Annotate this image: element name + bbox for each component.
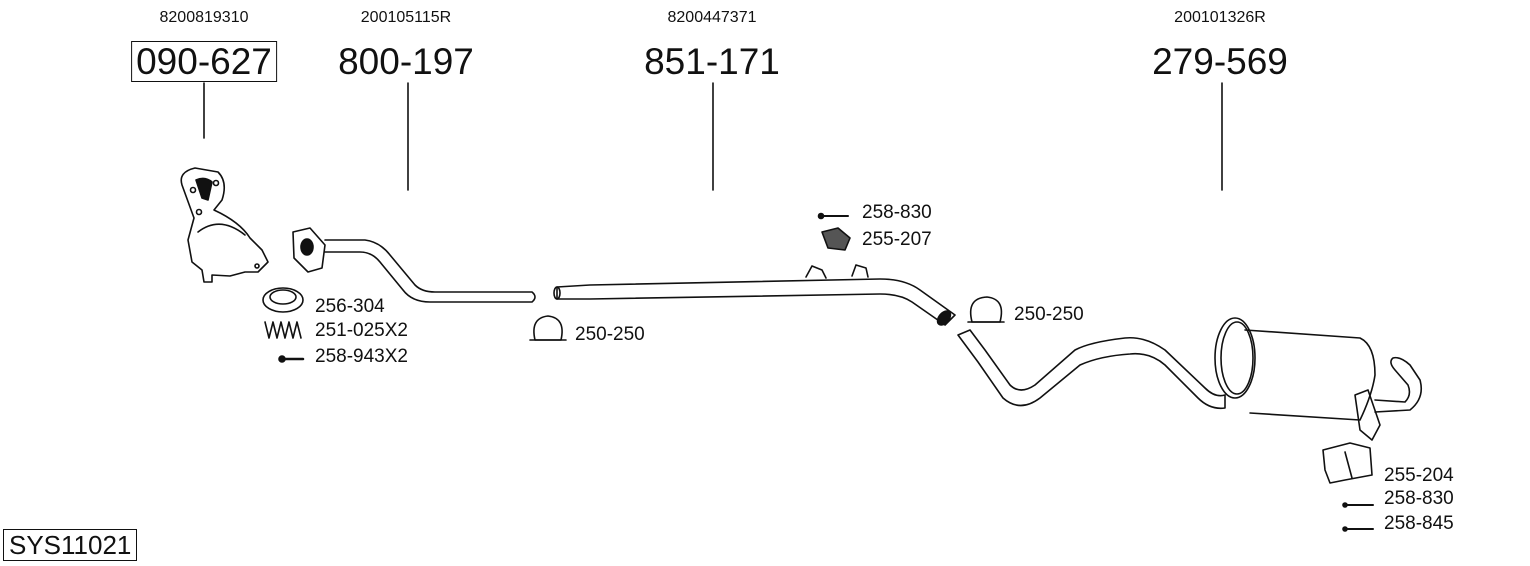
clamp-icon <box>529 315 567 341</box>
accessory-label[interactable]: 258-830 <box>862 202 932 223</box>
oe-number: 8200447371 <box>667 9 757 26</box>
accessory-label[interactable]: 255-204 <box>1384 465 1454 486</box>
middle-pipe-icon <box>553 264 956 326</box>
bolt-icon <box>1342 502 1374 508</box>
rubber-mount-icon <box>821 227 851 251</box>
accessory-label[interactable]: 258-943X2 <box>315 346 408 367</box>
clamp-icon <box>967 296 1005 323</box>
oe-number: 200101326R <box>1174 9 1266 26</box>
spring-icon <box>264 321 302 339</box>
part-number[interactable]: 279-569 <box>1152 41 1288 82</box>
accessory-label[interactable]: 250-250 <box>575 324 645 345</box>
bolt-icon <box>1342 526 1374 532</box>
oe-number: 8200819310 <box>159 9 249 26</box>
oe-number: 200105115R <box>360 9 452 26</box>
accessory-label[interactable]: 250-250 <box>1014 304 1084 325</box>
bolt-icon <box>278 355 305 363</box>
bracket-icon <box>1322 442 1373 484</box>
catalytic-converter-icon <box>180 167 269 283</box>
accessory-label[interactable]: 258-830 <box>1384 488 1454 509</box>
part-number[interactable]: 090-627 <box>131 41 277 82</box>
part-number[interactable]: 800-197 <box>338 41 474 82</box>
accessory-label[interactable]: 256-304 <box>315 296 385 317</box>
accessory-label[interactable]: 251-025X2 <box>315 320 408 341</box>
accessory-label[interactable]: 258-845 <box>1384 513 1454 534</box>
front-pipe-icon <box>292 227 536 303</box>
system-id: SYS11021 <box>3 529 138 561</box>
gasket-ring-icon <box>262 287 304 313</box>
accessory-label[interactable]: 255-207 <box>862 229 932 250</box>
rear-silencer-icon <box>957 317 1423 441</box>
bolt-icon <box>817 212 849 220</box>
part-number[interactable]: 851-171 <box>644 41 780 82</box>
